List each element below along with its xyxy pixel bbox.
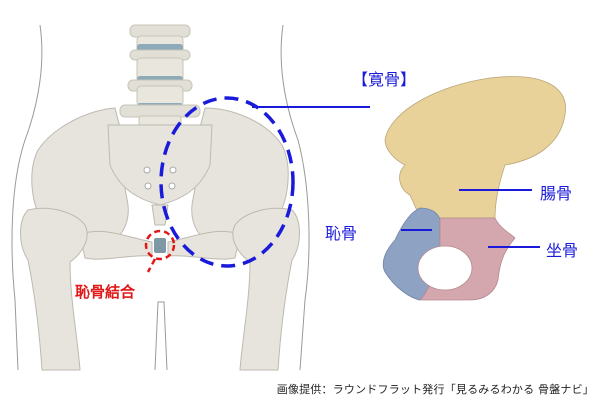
pubic-symphysis-highlight bbox=[144, 229, 176, 273]
sacral-foramina bbox=[143, 166, 177, 190]
hip-bone-highlight bbox=[159, 96, 295, 268]
ischium-label: 坐骨 bbox=[546, 241, 579, 260]
obturator-foramen bbox=[417, 245, 473, 291]
ilium-label: 腸骨 bbox=[540, 184, 573, 203]
pubic-symphysis-disc bbox=[154, 238, 166, 253]
body-outline bbox=[11, 24, 310, 371]
ilium-region bbox=[384, 76, 566, 219]
pubic-symphysis-label: 恥骨結合 bbox=[75, 283, 136, 301]
pelvis bbox=[20, 107, 300, 371]
lumbar-spine bbox=[119, 24, 201, 135]
image-credit: 画像提供：ラウンドフラット発行「見るみるわかる 骨盤ナビ」 bbox=[276, 383, 594, 396]
leader-lines bbox=[401, 189, 540, 248]
pubis-label: 恥骨 bbox=[325, 224, 358, 243]
hip-bone-detail bbox=[382, 76, 566, 301]
hip-bone-label: 【寛骨】 bbox=[352, 70, 417, 89]
